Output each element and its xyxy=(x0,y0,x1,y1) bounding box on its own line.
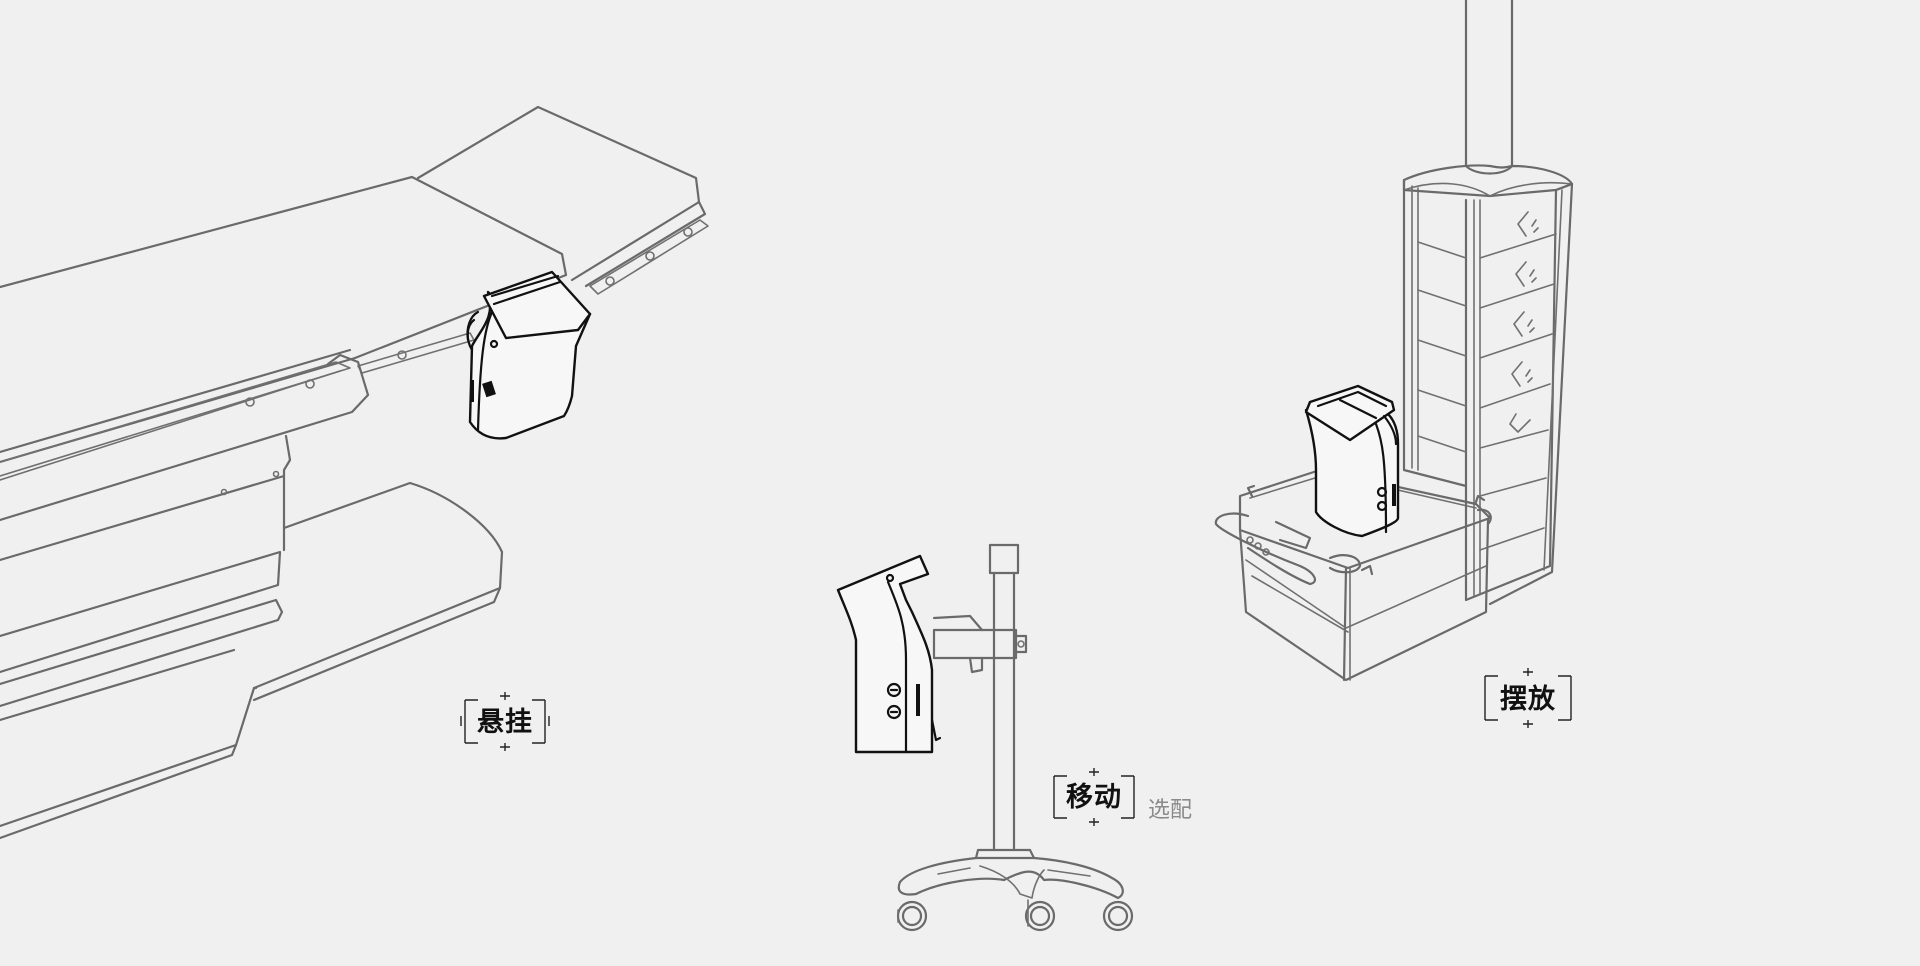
label-placement-text: 摆放 xyxy=(1500,683,1556,715)
label-hanging: 悬挂 xyxy=(460,692,550,751)
label-frame xyxy=(1053,768,1135,826)
label-hanging-text: 悬挂 xyxy=(477,707,533,738)
label-frame xyxy=(1484,668,1572,728)
mobile-stand-illustration xyxy=(896,543,1134,932)
mobile-device xyxy=(836,554,942,754)
operating-table-illustration xyxy=(0,105,709,840)
equipment-boom-illustration xyxy=(1214,0,1574,682)
label-mobile-text: 移动 xyxy=(1066,782,1122,813)
label-frame xyxy=(460,692,550,751)
label-optional-text: 选配 xyxy=(1148,798,1192,823)
placement-device xyxy=(1304,384,1400,538)
tower-ports xyxy=(1509,211,1539,433)
label-placement: 摆放 xyxy=(1484,668,1572,728)
tower-shelf-lines xyxy=(1417,233,1557,551)
hanging-device xyxy=(466,270,592,440)
label-mobile: 移动 选配 xyxy=(1053,768,1192,826)
